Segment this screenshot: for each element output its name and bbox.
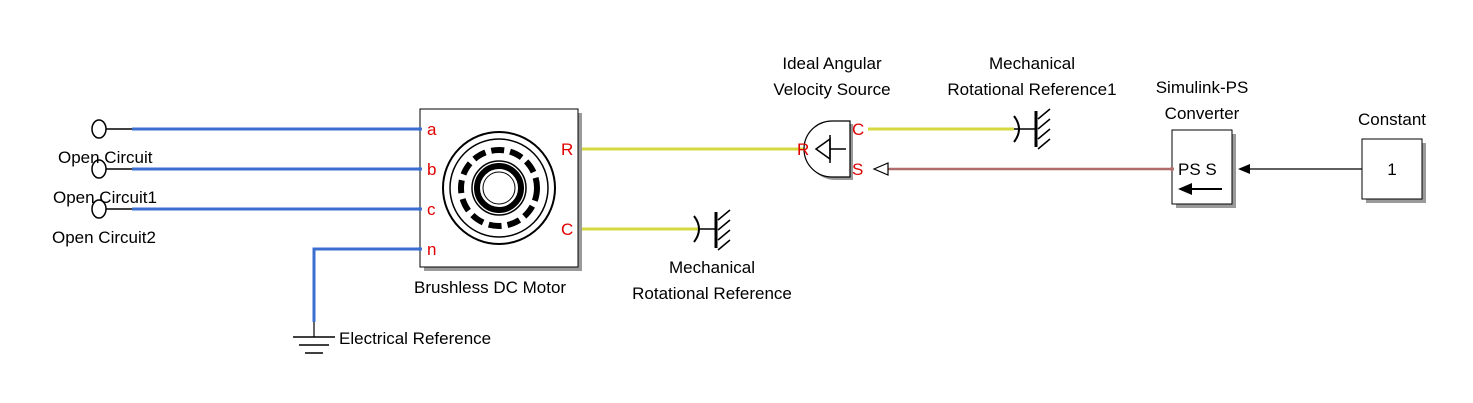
rotational-reference-icon: [1013, 115, 1020, 143]
mechanical-rotational-reference-block[interactable]: [693, 209, 731, 251]
open-circuit2-block[interactable]: [91, 199, 132, 219]
open-circuit1-label: Open Circuit1: [53, 188, 157, 207]
rotational-reference-icon: [693, 215, 700, 243]
velocity-source-icon: [814, 135, 846, 163]
source-port-C: C: [852, 120, 864, 139]
wire-ground-n[interactable]: [312, 247, 420, 322]
motor-port-c: c: [427, 200, 436, 219]
electrical-reference-block[interactable]: [293, 322, 335, 354]
open-circuit-label: Open Circuit: [58, 148, 153, 167]
open-circuit-block[interactable]: [91, 119, 132, 139]
constant-value: 1: [1387, 160, 1396, 179]
brushless-dc-motor-block[interactable]: a b c n R C: [418, 108, 582, 271]
source-port-R: R: [797, 140, 809, 159]
ideal-source-label-line1: Ideal Angular: [782, 54, 882, 73]
electrical-connections: [132, 127, 420, 322]
open-circuit1-block[interactable]: [91, 159, 132, 179]
converter-label-line2: Converter: [1165, 104, 1240, 123]
motor-icon: [442, 131, 556, 245]
converter-ports-label: PS S: [1178, 160, 1217, 179]
mechanical-reference-label-line1: Mechanical: [669, 258, 755, 277]
ideal-source-label-line2: Velocity Source: [773, 80, 890, 99]
electrical-reference-label: Electrical Reference: [339, 329, 491, 348]
motor-port-b: b: [427, 160, 436, 179]
mechanical-reference-label-line2: Rotational Reference: [632, 284, 792, 303]
motor-port-C: C: [561, 220, 573, 239]
motor-port-R: R: [561, 140, 573, 159]
source-port-S: S: [852, 160, 863, 179]
input-port-arrow-icon: [872, 162, 889, 176]
motor-port-a: a: [427, 120, 437, 139]
simulink-ps-converter-block[interactable]: PS S: [1170, 129, 1236, 208]
motor-label: Brushless DC Motor: [414, 278, 566, 297]
signal-constant-to-converter[interactable]: [1238, 164, 1362, 174]
mechanical-connections: [581, 127, 1014, 231]
mechanical-reference1-label-line1: Mechanical: [989, 54, 1075, 73]
motor-port-n: n: [427, 240, 436, 259]
terminal-icon: [91, 119, 107, 139]
open-circuit2-label: Open Circuit2: [52, 228, 156, 247]
mechanical-reference1-label-line2: Rotational Reference1: [947, 80, 1116, 99]
constant-block[interactable]: 1: [1361, 138, 1426, 203]
constant-label: Constant: [1358, 110, 1426, 129]
ideal-angular-velocity-source-block[interactable]: R C S: [797, 120, 889, 180]
mechanical-rotational-reference1-block[interactable]: [1013, 108, 1051, 150]
terminal-icon: [91, 159, 107, 179]
converter-label-line1: Simulink-PS: [1156, 78, 1249, 97]
terminal-icon: [91, 199, 107, 219]
left-arrow-icon: [1178, 183, 1222, 195]
